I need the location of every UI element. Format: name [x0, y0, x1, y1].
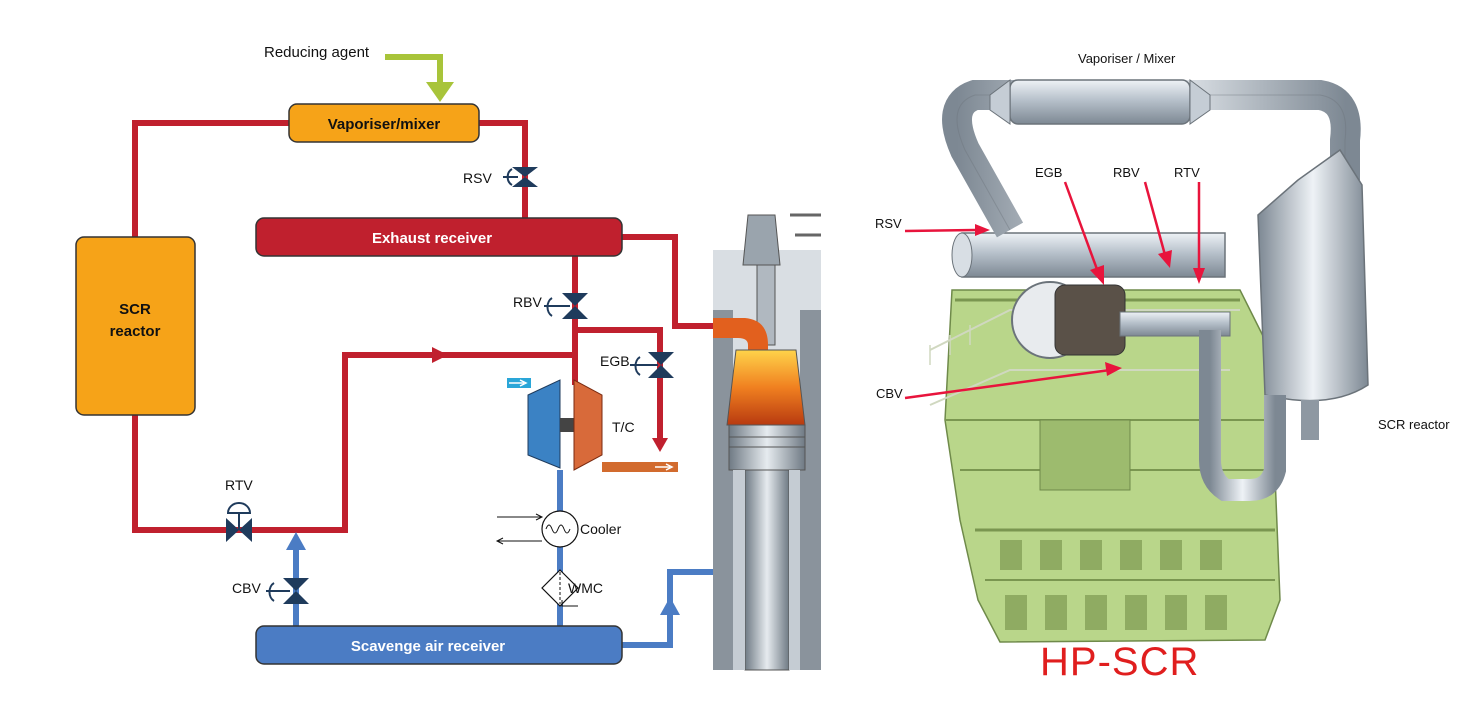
valve-cbv: CBV — [232, 578, 309, 604]
exhaust-receiver-label: Exhaust receiver — [372, 230, 492, 247]
label-rsv: RSV — [875, 216, 902, 231]
label-cbv: CBV — [876, 386, 903, 401]
engine-3d-view: Vaporiser / Mixer RSV EGB RBV RTV CBV SC… — [875, 51, 1450, 643]
flow-arrow-egb-down — [652, 438, 668, 452]
cooler-icon — [541, 510, 579, 548]
scr-schematic: Reducing agent Vaporiser/mixer SCR react… — [75, 44, 821, 671]
wmc-label: WMC — [568, 580, 603, 596]
pipe-scr-to-vaporiser — [132, 120, 290, 237]
scr-reactor-label-line2: reactor — [110, 323, 161, 340]
scavenge-air-receiver-label: Scavenge air receiver — [351, 638, 505, 655]
scr-reactor-label-line1: SCR — [119, 301, 151, 318]
reducing-agent-arrow — [426, 82, 454, 102]
label-rbv: RBV — [1113, 165, 1140, 180]
compressor-icon — [527, 379, 561, 469]
scavenge-air-receiver-box — [255, 625, 623, 665]
pointer-egb — [1063, 181, 1100, 273]
valve-rtv: RTV — [225, 477, 253, 542]
valve-cbv-label: CBV — [232, 580, 261, 596]
engine-cross-section — [713, 213, 821, 671]
valve-rbv-label: RBV — [513, 294, 542, 310]
hp-scr-title: HP-SCR — [1040, 640, 1200, 684]
vaporiser-mixer-label: Vaporiser/mixer — [328, 116, 441, 133]
flow-arrow-engine-up — [660, 597, 680, 615]
tc-exhaust-outlet — [602, 462, 678, 472]
label-rtv: RTV — [1174, 165, 1200, 180]
scr-reactor-3d — [1257, 148, 1369, 402]
label-egb: EGB — [1035, 165, 1062, 180]
pointer-rsv — [904, 228, 976, 233]
valve-rsv: RSV — [463, 167, 538, 187]
exhaust-outlet-elbow — [713, 318, 768, 355]
turbine-icon — [573, 379, 603, 471]
tc-label: T/C — [612, 419, 635, 435]
pointer-cbv — [904, 368, 1111, 400]
reducing-agent-line — [385, 54, 443, 85]
turbocharger: T/C — [507, 378, 635, 471]
label-vaporiser-mixer: Vaporiser / Mixer — [1078, 51, 1176, 66]
valve-rtv-label: RTV — [225, 477, 253, 493]
cooler-label: Cooler — [580, 521, 622, 537]
reducing-agent-label: Reducing agent — [264, 44, 370, 61]
scavenge-pipes — [293, 470, 715, 648]
exhaust-pipes — [132, 120, 715, 533]
scr-reactor-box — [75, 236, 196, 416]
label-scr-reactor: SCR reactor — [1378, 417, 1450, 432]
valve-rbv: RBV — [513, 293, 588, 319]
valve-egb-label: EGB — [600, 353, 630, 369]
flow-arrow-to-tc — [432, 347, 448, 363]
vaporiser-mixer-box — [288, 103, 480, 143]
pipe-scr-to-rtv — [132, 352, 575, 533]
valve-egb: EGB — [600, 352, 674, 378]
vaporiser-mixer-3d — [1009, 79, 1191, 125]
pipe-egb-bypass — [575, 327, 663, 445]
valve-rsv-label: RSV — [463, 170, 492, 186]
water-mist-catcher: WMC — [541, 569, 603, 607]
flow-arrow-cbv-up — [286, 532, 306, 550]
exhaust-receiver-box — [255, 217, 623, 257]
cooler: Cooler — [495, 510, 622, 548]
pipe-exhaust-to-engine — [620, 234, 715, 329]
pointer-rbv — [1143, 181, 1167, 256]
